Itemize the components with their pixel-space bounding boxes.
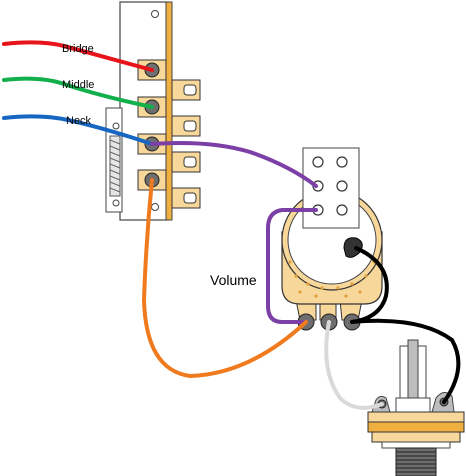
volume-label: Volume [210, 272, 257, 288]
pot-jumper-wire [266, 208, 318, 324]
switch-to-pot-wire [150, 141, 318, 188]
jack-threads [396, 451, 436, 473]
lug-hole [183, 84, 197, 96]
jack-washer [371, 431, 461, 443]
lug-hole [183, 120, 197, 132]
switch-output-wire [141, 178, 308, 379]
jack-washer [367, 411, 465, 423]
neck-wire [2, 114, 154, 146]
switch-mount-hole [151, 203, 159, 211]
jack-nut [381, 441, 451, 449]
neck-label: Neck [66, 115, 92, 127]
switch-right-lugs [171, 79, 201, 209]
middle-wire [2, 76, 154, 109]
pot-plate [302, 147, 360, 229]
wires [2, 40, 461, 410]
pot-ground-solder [343, 237, 363, 258]
volume-pot [281, 147, 383, 331]
switch-center-strip [165, 1, 173, 221]
lug-hole [183, 192, 197, 204]
switch-lever-pivot [112, 122, 120, 130]
middle-label: Middle [62, 79, 94, 91]
jack-barrel [395, 447, 437, 476]
switch-lever-pivot [112, 199, 120, 207]
output-jack [367, 339, 465, 476]
lug-hole [183, 156, 197, 168]
jack-tip-wire [350, 318, 461, 404]
bridge-wire [2, 40, 154, 72]
labels: Bridge Middle Neck Volume [62, 43, 257, 288]
bridge-label: Bridge [62, 43, 94, 55]
pot-ground-wire [350, 246, 389, 324]
switch-mount-hole [151, 10, 159, 18]
jack-collar [395, 397, 431, 413]
switch-spring-coils [109, 139, 121, 193]
jack-sleeve-wire [324, 320, 384, 410]
jack-washer [367, 421, 465, 433]
